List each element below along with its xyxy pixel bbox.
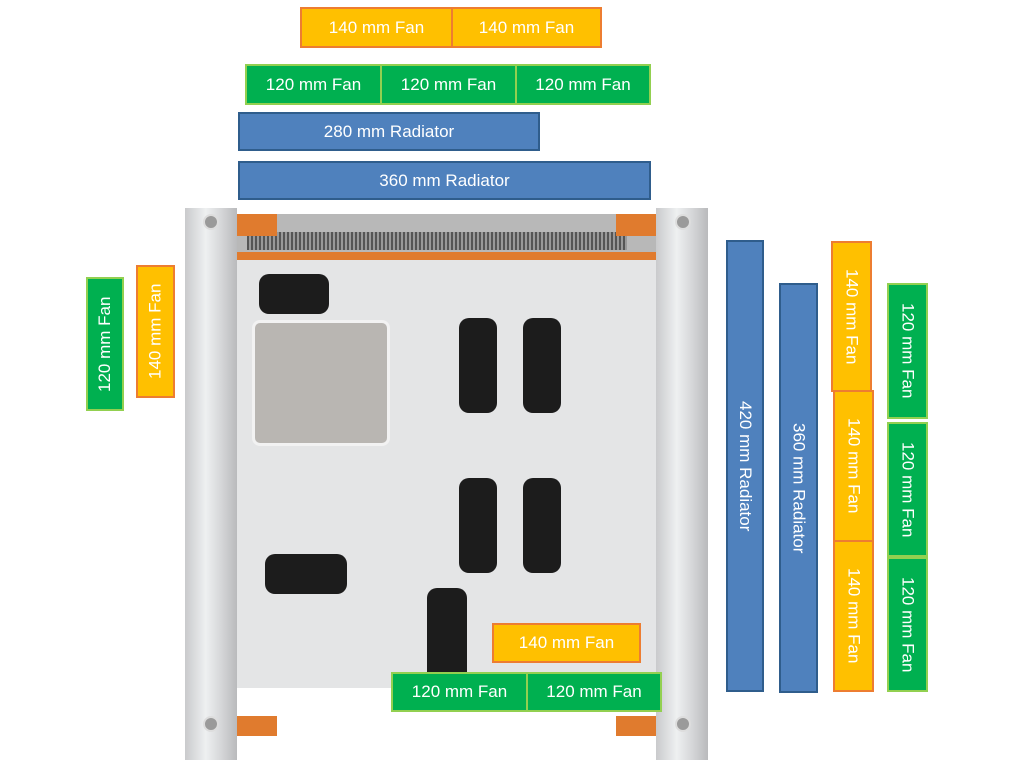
top-120mm-fan-2: 120 mm Fan — [380, 64, 517, 105]
top-140mm-fan-1: 140 mm Fan — [300, 7, 453, 48]
grommet — [265, 554, 347, 594]
case-left-post — [185, 208, 237, 760]
front-140mm-fan-1: 140 mm Fan — [831, 241, 872, 392]
top-120mm-fan-1: 120 mm Fan — [245, 64, 382, 105]
front-120mm-fan-3: 120 mm Fan — [887, 557, 928, 692]
rear-140mm-fan: 140 mm Fan — [136, 265, 175, 398]
grommet — [523, 318, 561, 413]
grommet — [427, 588, 467, 688]
orange-corner — [237, 716, 277, 736]
case-right-post — [656, 208, 708, 760]
bottom-140mm-fan: 140 mm Fan — [492, 623, 641, 663]
front-140mm-fan-3: 140 mm Fan — [833, 540, 874, 692]
bottom-120mm-fan-1: 120 mm Fan — [391, 672, 528, 712]
grommet — [459, 318, 497, 413]
orange-corner — [616, 716, 656, 736]
screw — [203, 214, 219, 230]
motherboard-tray — [237, 258, 656, 688]
cpu-cutout — [252, 320, 390, 446]
top-140mm-fan-2: 140 mm Fan — [451, 7, 602, 48]
screw — [203, 716, 219, 732]
front-120mm-fan-2: 120 mm Fan — [887, 422, 928, 557]
screw — [675, 716, 691, 732]
grommet — [523, 478, 561, 573]
front-140mm-fan-2: 140 mm Fan — [833, 390, 874, 542]
top-360mm-radiator: 360 mm Radiator — [238, 161, 651, 200]
front-420mm-radiator: 420 mm Radiator — [726, 240, 764, 692]
bottom-120mm-fan-2: 120 mm Fan — [526, 672, 662, 712]
orange-rail — [237, 252, 656, 260]
grommet — [459, 478, 497, 573]
top-120mm-fan-3: 120 mm Fan — [515, 64, 651, 105]
top-mesh — [247, 232, 627, 250]
screw — [675, 214, 691, 230]
rear-120mm-fan: 120 mm Fan — [86, 277, 124, 411]
orange-corner — [237, 214, 277, 236]
top-280mm-radiator: 280 mm Radiator — [238, 112, 540, 151]
grommet — [259, 274, 329, 314]
orange-corner — [616, 214, 656, 236]
front-120mm-fan-1: 120 mm Fan — [887, 283, 928, 419]
pc-case-image — [185, 208, 708, 760]
front-360mm-radiator: 360 mm Radiator — [779, 283, 818, 693]
